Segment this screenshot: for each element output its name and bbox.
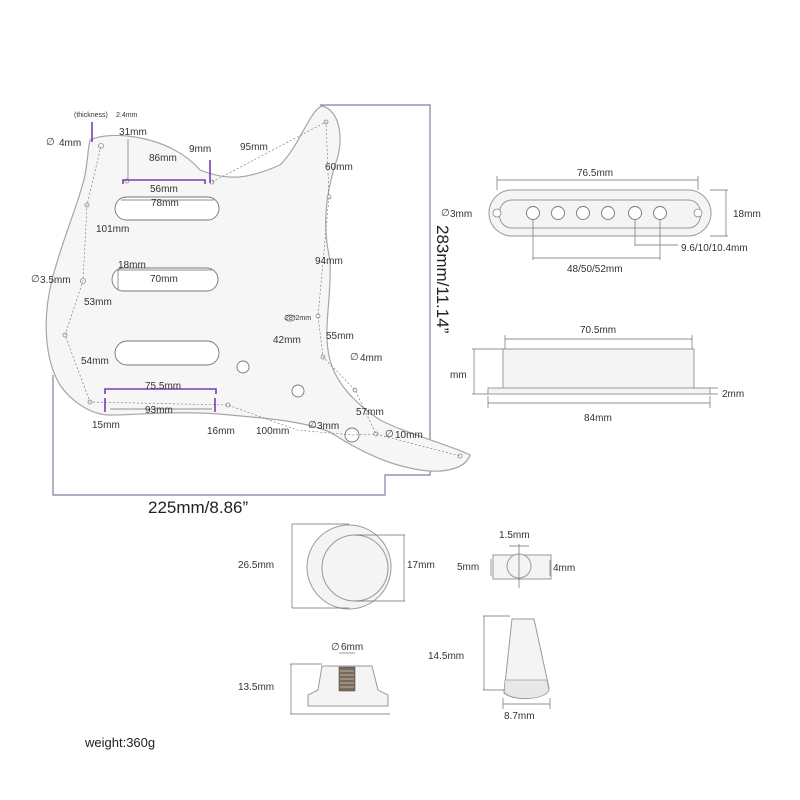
dim-18mm: 18mm (118, 260, 146, 271)
height-frame (52, 104, 431, 496)
dim-95mm: 95mm (240, 142, 268, 153)
pickup-base-plate (487, 387, 711, 395)
pickup-base-length: 84mm (584, 413, 612, 424)
dim-10mm: 10mm (395, 430, 423, 441)
control-hole-2 (291, 384, 305, 398)
knob-shaft-diameter: 6mm (341, 642, 363, 653)
dim-94mm: 94mm (315, 256, 343, 267)
pickup-slot-middle (111, 267, 219, 292)
thickness-value: 2.4mm (116, 112, 138, 119)
pickup-length: 76.5mm (577, 168, 613, 179)
pickup-slot-neck (114, 196, 220, 221)
pickup-side-view: 70.5mm mm 2mm 84mm (450, 325, 744, 424)
dim-60mm: 60mm (325, 162, 353, 173)
pickup-body-side (502, 348, 695, 389)
dim-70mm: 70mm (150, 274, 178, 285)
total-height-label: 283mm/11.14” (433, 225, 452, 334)
switch-width-1-5: 1.5mm (499, 530, 530, 541)
dim-54mm: 54mm (81, 356, 109, 367)
total-width-label: 225mm/8.86” (148, 498, 248, 517)
pickup-base-thickness: 2mm (722, 389, 744, 400)
dim-16mm: 16mm (207, 426, 235, 437)
switch-tip-base (503, 679, 550, 699)
diameter-symbol-pickup: ∅ (441, 208, 450, 219)
pickup-mount-hole-right (693, 208, 703, 218)
dim-78mm: 78mm (151, 198, 179, 209)
dim-57mm: 57mm (356, 407, 384, 418)
diameter-symbol-4mm-mid: ∅ (350, 352, 359, 363)
diameter-symbol-10mm: ∅ (385, 429, 394, 440)
dim-56mm: 56mm (150, 184, 178, 195)
switch-tip-view: 14.5mm 8.7mm (428, 615, 551, 722)
pickup-side-height: mm (450, 370, 467, 381)
knob-inner-diameter: 17mm (407, 560, 435, 571)
pickguard-outline (45, 105, 471, 472)
pickup-top-view: ∅ 3mm 76.5mm 18mm 9.6/10/10.4mm 48/50/52… (441, 168, 761, 275)
dim-15mm: 15mm (92, 420, 120, 431)
weight-label: weight:360g (84, 735, 155, 750)
pole-span: 48/50/52mm (567, 264, 623, 275)
dim-9mm: 9mm (189, 144, 211, 155)
thickness-label: (thickness) (74, 112, 108, 119)
dim-42mm: 42mm (273, 335, 301, 346)
dim-3-5mm: 3.5mm (40, 275, 71, 286)
pickup-height: 18mm (733, 209, 761, 220)
knob-outer-diameter: 26.5mm (238, 560, 274, 571)
dim-3mm: 3mm (317, 421, 339, 432)
pickguard-drawing: (thickness) 2.4mm ∅ 4mm 31mm 86mm 9mm 95… (31, 104, 471, 517)
dim-4mm-mid: 4mm (360, 353, 382, 364)
diameter-symbol-3mm: ∅ (308, 420, 317, 431)
switch-slot (284, 314, 296, 322)
pole-spacing: 9.6/10/10.4mm (681, 243, 748, 254)
diameter-symbol-shaft: ∅ (331, 642, 340, 653)
dim-53mm: 53mm (84, 297, 112, 308)
screw-holes (62, 119, 463, 459)
dim-55mm: 55mm (326, 331, 354, 342)
knob-top-view: 26.5mm 17mm (238, 523, 435, 610)
diameter-symbol-top: ∅ (46, 137, 55, 148)
pickup-slot-bridge (114, 340, 220, 366)
dim-101mm: 101mm (96, 224, 129, 235)
knob-side-view: ∅ 6mm 13.5mm (238, 642, 390, 715)
knob-shaft-thread (340, 670, 354, 688)
switch-width-4: 4mm (553, 563, 575, 574)
switch-tip-width: 8.7mm (504, 711, 535, 722)
pickup-hole-diameter: 3mm (450, 209, 472, 220)
dim-28x2mm: 28*2mm (285, 315, 311, 322)
knob-inner-face (321, 534, 389, 602)
pickup-mount-hole-left (492, 208, 502, 218)
dim-86mm: 86mm (149, 153, 177, 164)
dim-93mm: 93mm (145, 405, 173, 416)
dim-100mm: 100mm (256, 426, 289, 437)
accent-56mm (122, 179, 206, 184)
dim-75-5mm: 75.5mm (145, 381, 181, 392)
dim-31mm: 31mm (119, 127, 147, 138)
switch-width-5: 5mm (457, 562, 479, 573)
switch-top-view: 1.5mm 5mm 4mm (457, 530, 575, 588)
accent-75-5mm (104, 388, 217, 394)
control-hole-1 (236, 360, 250, 374)
control-hole-3 (344, 427, 360, 443)
switch-tip-height: 14.5mm (428, 651, 464, 662)
pickup-side-width: 70.5mm (580, 325, 616, 336)
knob-height: 13.5mm (238, 682, 274, 693)
dim-4mm-top: 4mm (59, 138, 81, 149)
pole-pieces (526, 206, 667, 220)
diameter-symbol-3-5: ∅ (31, 274, 40, 285)
